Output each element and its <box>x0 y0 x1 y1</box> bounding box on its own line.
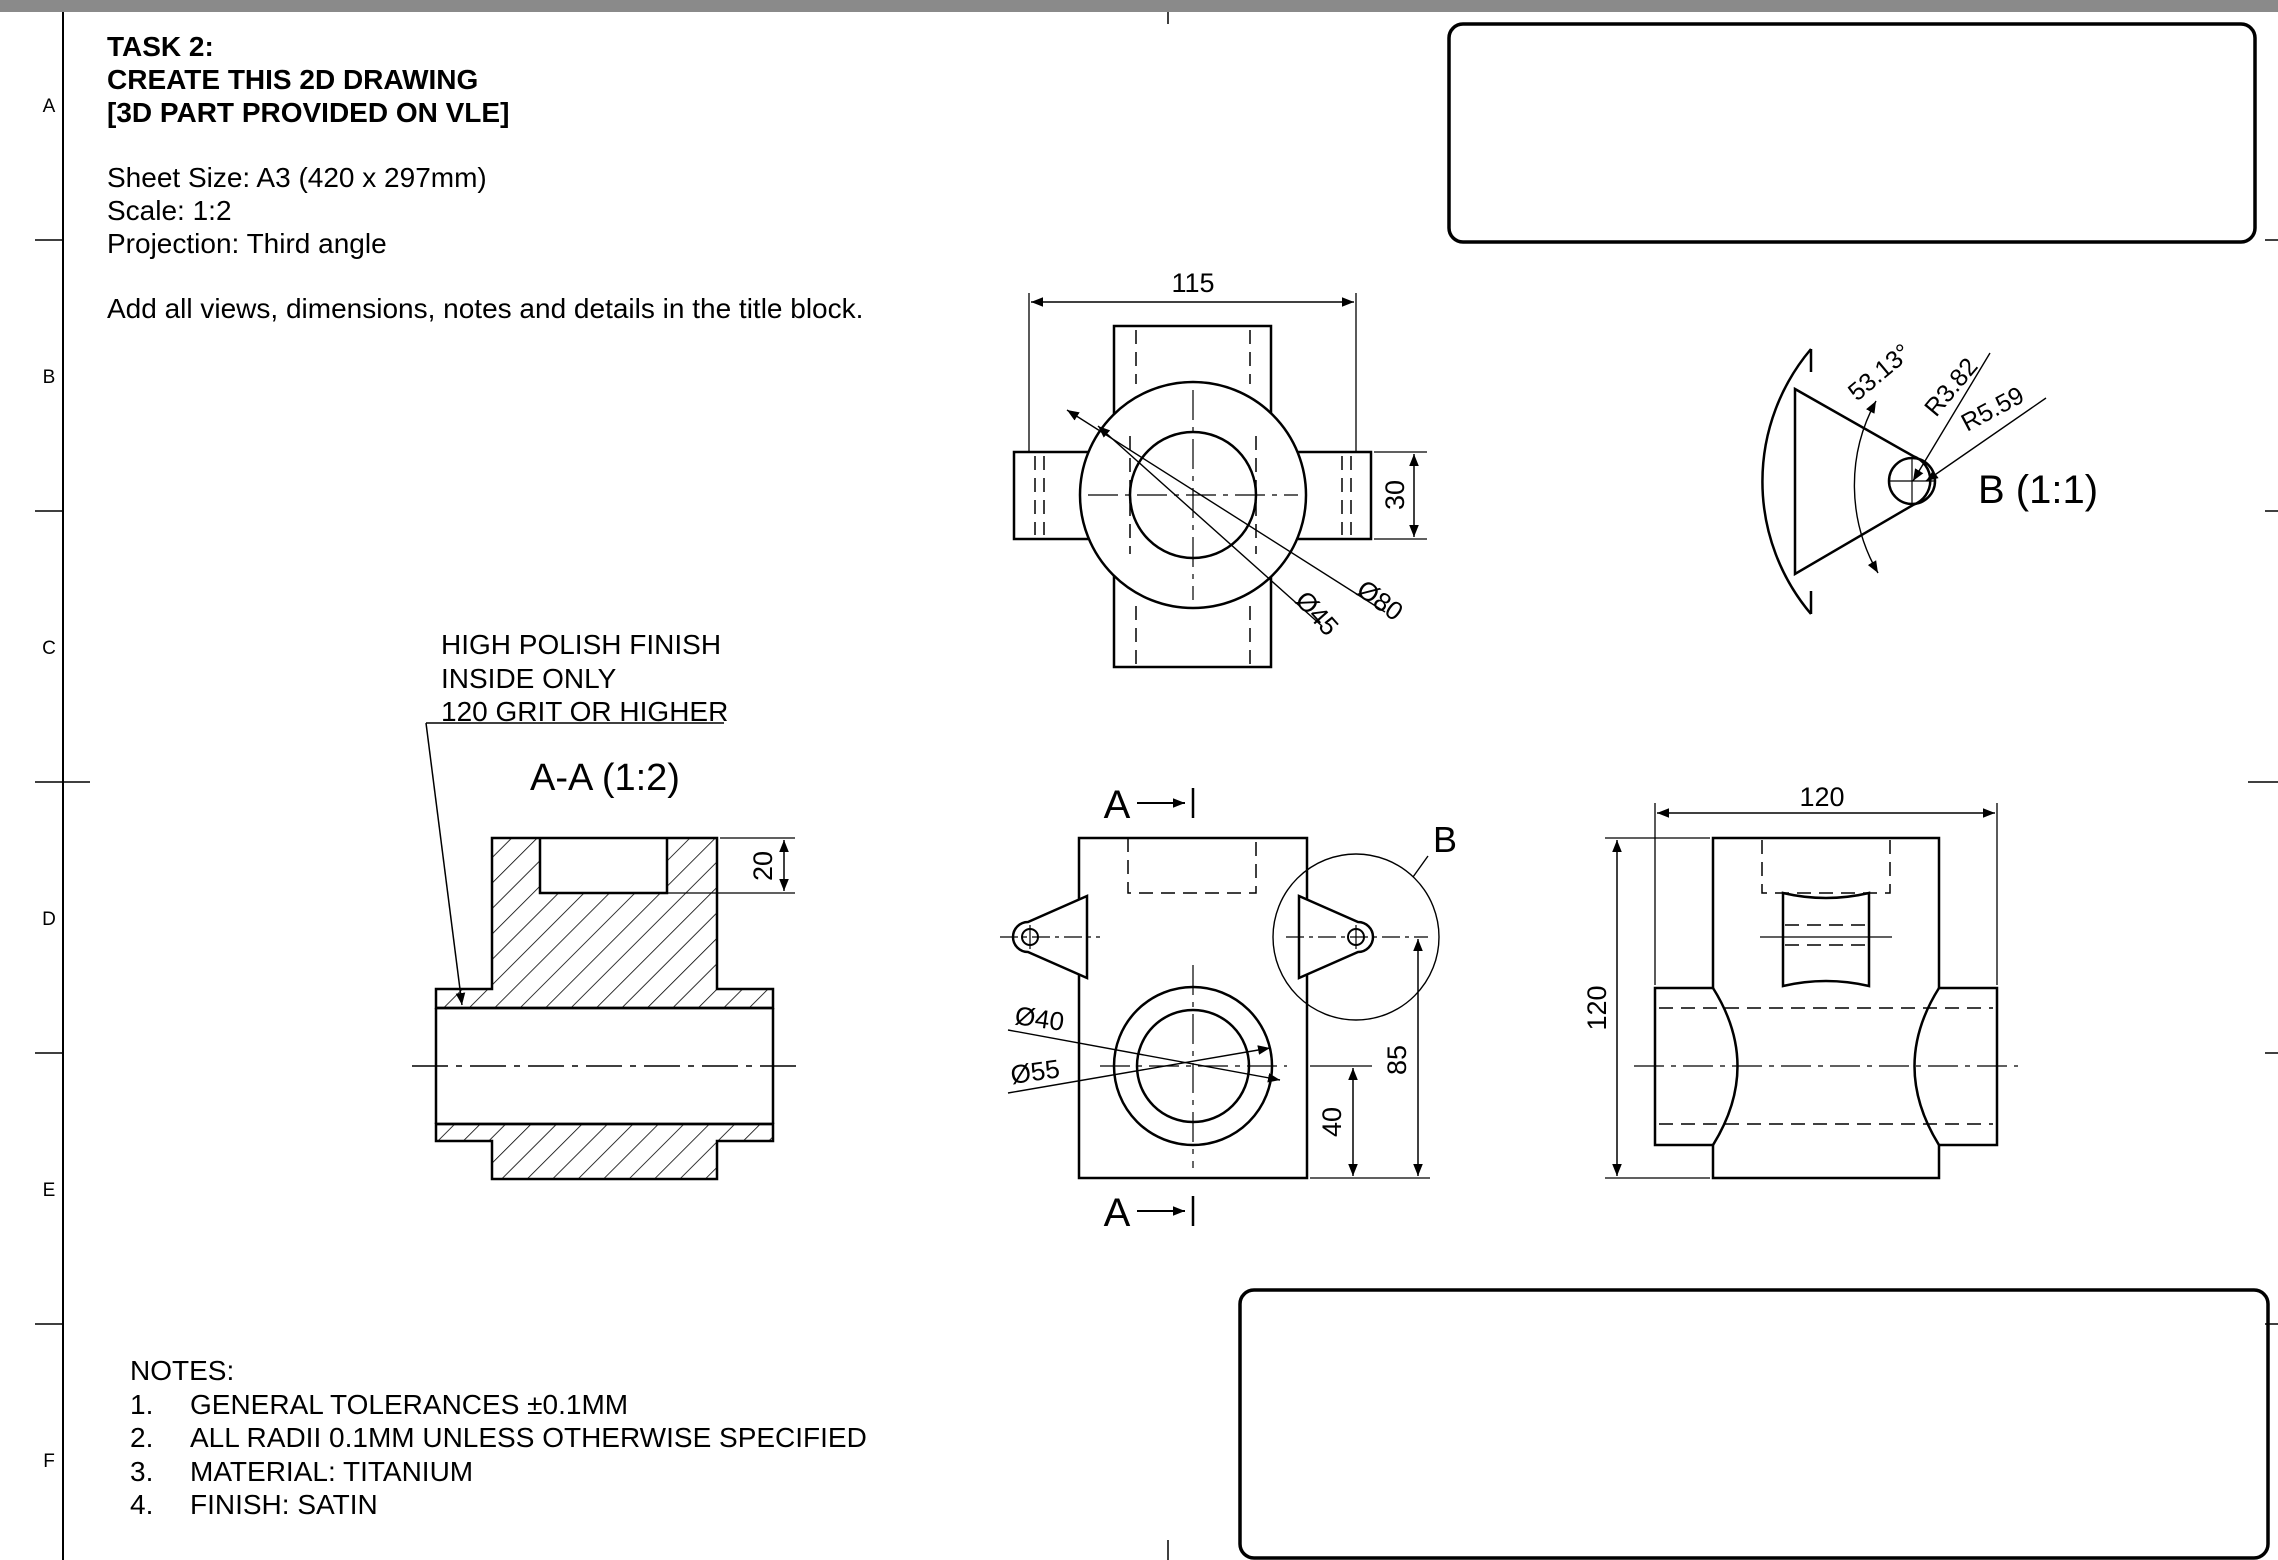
note-number: 1. <box>130 1388 154 1420</box>
header-box <box>1447 22 2257 244</box>
section-view-aa: A-A (1:2) 20 <box>412 757 797 1181</box>
zone-label-a: A <box>43 96 56 117</box>
top-view: 115 30 Ø80 Ø45 <box>1012 268 1427 669</box>
zone-label-c: C <box>42 638 56 659</box>
notes-block: NOTES: 1. GENERAL TOLERANCES ±0.1MM 2. A… <box>130 1354 867 1522</box>
zone-label-d: D <box>42 909 56 930</box>
note-text: MATERIAL: TITANIUM <box>190 1455 474 1487</box>
detail-view-title: B (1:1) <box>1978 468 2098 512</box>
zone-label-e: E <box>43 1180 56 1201</box>
finish-note: HIGH POLISH FINISH INSIDE ONLY 120 GRIT … <box>441 628 728 729</box>
finish-note-leader <box>425 722 466 1006</box>
note-number: 4. <box>130 1489 154 1520</box>
note-item: 2. ALL RADII 0.1MM UNLESS OTHERWISE SPEC… <box>130 1421 867 1455</box>
top-view-d80-dim: Ø80 <box>1351 574 1408 627</box>
detail-mark-b: B <box>1433 819 1457 860</box>
finish-note-line-2: INSIDE ONLY <box>441 662 617 694</box>
note-text: ALL RADII 0.1MM UNLESS OTHERWISE SPECIFI… <box>190 1422 867 1453</box>
front-d55-dim: Ø55 <box>1009 1053 1062 1090</box>
top-view-boss-dim: 30 <box>1380 480 1410 510</box>
top-frame-bar <box>0 0 2278 12</box>
sheet-size-text: Sheet Size: A3 (420 x 297mm) <box>107 162 487 193</box>
instruction-text: Add all views, dimensions, notes and det… <box>107 293 864 324</box>
finish-note-line-1: HIGH POLISH FINISH <box>441 629 722 660</box>
front-dim-85: 85 <box>1382 1045 1412 1075</box>
top-view-width-dim: 115 <box>1171 268 1214 298</box>
notes-heading: NOTES: <box>130 1355 235 1386</box>
section-view-title: A-A (1:2) <box>530 757 680 799</box>
section-mark-bottom: A <box>1104 1191 1131 1235</box>
side-view: 120 120 <box>1582 782 2018 1180</box>
section-depth-dim: 20 <box>748 851 778 881</box>
detail-view-b: 53.13° R3.82 R5.59 B (1:1) <box>1761 339 2098 615</box>
top-view-d45-dim: Ø45 <box>1290 585 1345 642</box>
title-block-box <box>1238 1288 2270 1560</box>
detail-angle-dim: 53.13° <box>1843 339 1917 407</box>
task-heading-line-1: TASK 2: <box>107 31 214 62</box>
side-view-width-dim: 120 <box>1799 782 1844 812</box>
task-block: TASK 2: CREATE THIS 2D DRAWING [3D PART … <box>107 30 863 325</box>
note-item: 4. FINISH: SATIN <box>130 1488 867 1522</box>
zone-labels: A B C D E F <box>42 96 56 1472</box>
section-mark-top: A <box>1104 783 1131 827</box>
note-item: 1. GENERAL TOLERANCES ±0.1MM <box>130 1388 867 1422</box>
note-text: FINISH: SATIN <box>190 1489 378 1520</box>
front-view: B A A Ø40 Ø55 40 85 <box>1000 783 1457 1235</box>
finish-note-line-3: 120 GRIT OR HIGHER <box>441 696 729 727</box>
projection-text: Projection: Third angle <box>107 228 387 259</box>
scale-text: Scale: 1:2 <box>107 195 232 226</box>
task-heading-line-3: [3D PART PROVIDED ON VLE] <box>107 97 510 128</box>
side-view-height-dim: 120 <box>1582 985 1612 1030</box>
note-item: 3. MATERIAL: TITANIUM <box>130 1455 867 1489</box>
note-text: GENERAL TOLERANCES ±0.1MM <box>190 1388 629 1420</box>
zone-label-f: F <box>43 1451 55 1472</box>
task-heading-line-2: CREATE THIS 2D DRAWING <box>107 64 479 95</box>
front-d40-dim: Ø40 <box>1013 1000 1066 1037</box>
zone-label-b: B <box>43 367 56 388</box>
note-number: 3. <box>130 1455 154 1487</box>
note-number: 2. <box>130 1422 154 1453</box>
front-dim-40: 40 <box>1317 1107 1347 1137</box>
